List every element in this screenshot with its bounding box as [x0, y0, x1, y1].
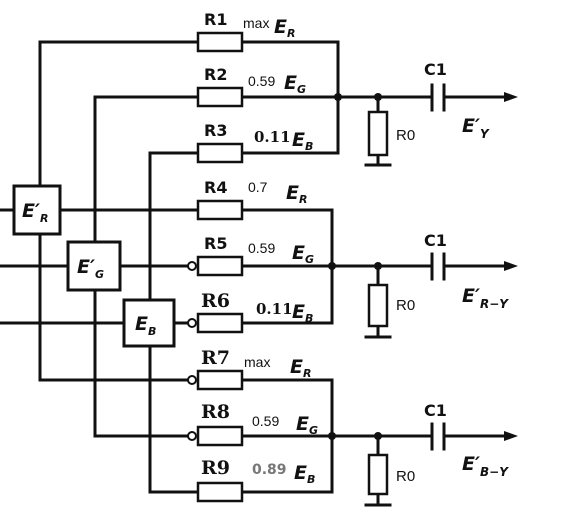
resistor-label-r5: R5 [204, 234, 227, 253]
resistor-label-r6: R6 [201, 290, 230, 312]
capacitor-label-1: C1 [424, 60, 447, 79]
resistor-r4 [196, 199, 244, 221]
resistor-r7 [196, 369, 244, 391]
output-arrow-1 [504, 92, 518, 102]
capacitor-label-3: C1 [424, 401, 447, 420]
input-bus-er [0, 40, 202, 382]
resistor-label-r4: R4 [204, 178, 227, 197]
load-label-2: R0 [396, 297, 415, 314]
load-resistor-2 [367, 283, 389, 328]
capacitor-3 [430, 422, 446, 451]
capacitor-1 [430, 83, 446, 112]
signal-label-row2: EG [284, 72, 306, 96]
capacitor-label-2: C1 [424, 231, 447, 250]
resistor-r2 [196, 86, 244, 108]
input-box-er: E′R [12, 184, 62, 236]
capacitor-2 [430, 252, 446, 281]
resistor-label-r8: R8 [201, 401, 230, 423]
svg-text:E′R: E′R [22, 200, 48, 225]
resistor-label-r2: R2 [204, 65, 227, 84]
load-label-3: R0 [396, 468, 415, 485]
signal-label-row9: EB [294, 462, 315, 486]
load-label-1: R0 [396, 127, 415, 144]
output-label-1: E′Y [462, 115, 490, 141]
resistor-r5 [196, 255, 244, 277]
load-resistor-1 [367, 110, 389, 157]
output-arrow-2 [504, 261, 518, 271]
resistor-label-r1: R1 [204, 10, 227, 29]
output-label-2: E′R−Y [462, 285, 509, 311]
junction-dots [328, 93, 382, 440]
resistor-r9 [196, 481, 244, 503]
svg-text:EB: EB [135, 313, 156, 338]
load-resistor-3 [367, 453, 389, 496]
coef-r2: 0.59 [248, 73, 275, 89]
signal-label-row3: EB [292, 129, 313, 153]
resistor-r8 [196, 425, 244, 447]
input-box-eg: E′G [66, 240, 122, 292]
signal-label-row1: ER [274, 16, 295, 40]
connection-rings [187, 261, 197, 441]
svg-text:E′G: E′G [77, 256, 104, 281]
resistor-label-r3: R3 [204, 121, 227, 140]
resistor-r1 [196, 31, 244, 53]
coef-r9: 0.89 [252, 462, 287, 478]
resistor-label-r9: R9 [201, 457, 230, 479]
coef-r4: 0.7 [248, 179, 268, 195]
coef-r6: 0.11 [256, 300, 293, 318]
resistor-r6 [196, 312, 244, 334]
coef-r5: 0.59 [248, 240, 275, 256]
output-arrow-3 [504, 431, 518, 441]
coef-r7: max [244, 354, 270, 370]
signal-label-row6: EB [292, 301, 313, 325]
coef-r3: 0.11 [254, 128, 291, 146]
signal-label-row4: ER [286, 182, 307, 206]
input-bus-eg [0, 95, 200, 438]
resistor-label-r7: R7 [201, 347, 230, 369]
resistor-r3 [196, 142, 244, 164]
signal-label-row7: ER [290, 356, 311, 380]
signal-label-row5: EG [292, 242, 314, 266]
coef-r8: 0.59 [252, 413, 279, 429]
signal-label-row8: EG [296, 413, 318, 437]
input-box-eb: EB [122, 298, 176, 348]
coef-r1: max [243, 15, 269, 31]
output-label-3: E′B−Y [462, 453, 509, 479]
